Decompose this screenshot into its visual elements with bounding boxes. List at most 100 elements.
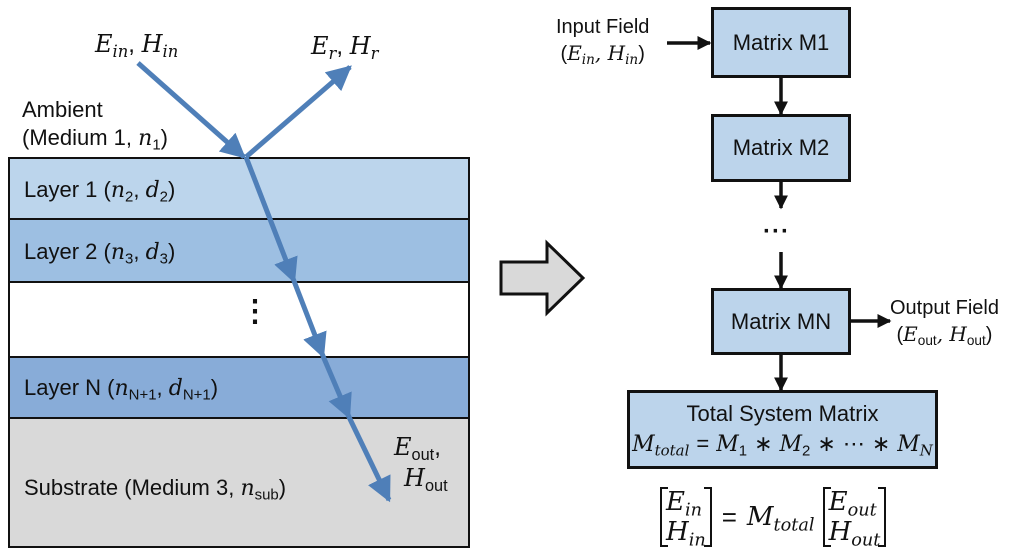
vector-entry: Eout [828,487,877,521]
e-symbol: E [95,30,113,58]
matrix-m2-label: Matrix M2 [732,135,830,160]
input-field-title: Input Field [556,16,650,38]
layer-name: Layer 2 [24,239,98,264]
m2-symbol: M [779,432,803,457]
e-symbol: E [394,433,412,461]
refracted-ray-layer-1-2 [243,156,298,284]
e-subscript: in [581,52,595,69]
layer-name: Layer N [24,375,102,400]
e-subscript: r [328,43,337,63]
input-field-vars: (Ein, Hin) [560,41,645,69]
m2-subscript: 2 [802,442,811,460]
h-symbol: H [607,41,626,65]
refractive-index: n [110,178,126,203]
h-subscript: in [162,41,179,61]
thickness: d [145,178,160,203]
ambient-label: Ambient (Medium 1, n1) [22,96,168,153]
multiply-op: ∗ [871,431,891,456]
refractive-index: n [240,476,255,501]
m1-symbol: M [716,432,739,457]
output-field-vars: (Eout, Hout) [896,322,993,349]
right-arrow-icon [499,239,586,317]
layer-2: Layer 2 (n3, d3) [8,218,470,283]
index-subscript: sub [254,486,279,504]
refracted-ray-gap [291,280,327,359]
thickness: d [168,376,183,401]
total-matrix-title: Total System Matrix [686,401,879,426]
incident-field-label: Ein, Hin [95,30,179,61]
horizontal-ellipsis: ··· [763,218,790,245]
ambient-medium-text: (Medium 1, [22,125,139,150]
equals-sign: = [721,501,737,532]
substrate-text-end: ) [278,475,287,500]
h-symbol: H [404,464,425,492]
m-symbol: M [632,432,655,457]
index-subscript: N+1 [128,386,157,404]
input-field-label: Input Field (Ein, Hin) [556,14,649,67]
reflected-field-label: Er, Hr [311,32,379,63]
h-subscript: out [424,476,448,495]
vector-entry: Hout [828,517,881,551]
substrate: Substrate (Medium 3, nsub) [8,417,470,548]
output-field-label: Eout, Hout [394,432,448,495]
layer-n-label: Layer N (nN+1, dN+1) [24,375,219,404]
h-symbol: H [949,322,967,346]
total-system-matrix-box: Total System Matrix Mtotal = M1 ∗ M2 ∗ ⋯… [627,390,938,469]
output-field-label-right: Output Field (Eout, Hout) [890,295,999,348]
incident-ray [136,61,246,159]
reflected-ray [244,65,352,159]
ambient-title: Ambient [22,97,103,122]
h-out: Hout [394,463,448,495]
total-matrix-formula: Mtotal = M1 ∗ M2 ∗ ⋯ ∗ MN [632,429,933,460]
input-vector: Ein Hin [660,487,712,551]
mn-symbol: M [897,432,920,457]
layer-n: Layer N (nN+1, dN+1) [8,356,470,419]
matrix-mn-label: Matrix MN [730,308,832,334]
equals-sign: = [696,431,710,456]
thickness-subscript: N+1 [182,386,211,404]
m-total: Mtotal [746,502,815,536]
matrix-m1-label: Matrix M1 [732,29,830,55]
thickness-subscript: 3 [159,250,168,268]
index-subscript: 1 [152,136,161,154]
vector-entry: Ein [666,487,703,521]
layer-2-label: Layer 2 (n3, d3) [24,239,176,268]
e-subscript: in [112,41,129,61]
transfer-equation: Ein Hin = Mtotal Eout Hout [660,487,887,551]
output-field-title: Output Field [890,297,999,319]
mn-subscript: N [919,441,933,460]
e-subscript: out [411,445,435,464]
e-subscript: out [917,333,937,349]
vector-entry: Hin [666,517,706,551]
index-subscript: 3 [125,250,134,268]
thickness: d [145,240,160,265]
output-vector: Eout Hout [822,487,887,551]
separator: , [336,33,350,60]
index-subscript: 2 [125,188,134,206]
ellipsis: ⋯ [842,431,865,456]
m1-subscript: 1 [738,442,748,460]
refractive-index: n [114,376,129,401]
separator: , [128,31,142,58]
matrix-m2-box: Matrix M2 [711,114,851,182]
m-subscript: total [654,441,690,460]
vertical-ellipsis: ⋮ [240,295,270,328]
h-symbol: H [349,32,371,60]
refractive-index: n [138,126,153,151]
layer-ellipsis-gap: ⋮ [8,281,470,358]
refracted-ray-layer-n [320,355,352,420]
e-symbol: E [311,32,329,60]
transmitted-ray [346,415,392,503]
multiply-op: ∗ [817,431,836,456]
h-subscript: r [370,43,379,63]
e-symbol: E [567,41,582,65]
ambient-medium: (Medium 1, n1) [22,124,168,153]
substrate-label: Substrate (Medium 3, nsub) [24,475,287,504]
e-symbol: E [903,322,918,346]
layer-name: Layer 1 [24,177,98,202]
h-subscript: in [625,52,639,69]
layer-1: Layer 1 (n2, d2) [8,157,470,220]
multiply-op: ∗ [754,431,773,456]
